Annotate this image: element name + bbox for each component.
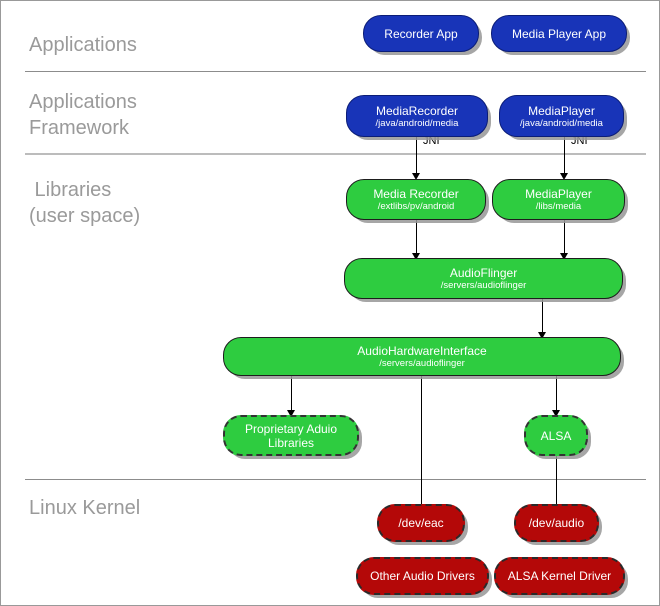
node-proprietary-audio-libraries[interactable]: Proprietary Aduio Libraries [223,415,359,456]
node-media-recorder-lib[interactable]: Media Recorder /extlibs/pv/android [346,179,486,220]
node-other-audio-drivers[interactable]: Other Audio Drivers [356,557,489,595]
arrowhead-mediaplayer-jni [560,173,568,180]
node-audio-hardware-interface-path: /servers/audioflinger [379,358,465,369]
connector-ahi-proprietary [291,376,292,414]
node-alsa-kernel-driver[interactable]: ALSA Kernel Driver [494,557,625,595]
node-media-player-app[interactable]: Media Player App [491,15,627,52]
node-audio-flinger[interactable]: AudioFlinger /servers/audioflinger [344,258,623,299]
arrowhead-ahi-proprietary [287,410,295,417]
node-media-player-app-title: Media Player App [511,26,607,41]
layer-label-applications: Applications [29,34,137,56]
connector-mediaplayer-audioflinger [564,220,565,258]
node-alsa-title: ALSA [540,428,572,443]
connector-mediarecorder-audioflinger [416,220,417,258]
layer-label-libraries: Libraries (user space) [29,179,141,227]
arrowhead-ahi-alsa [552,410,560,417]
node-alsa-kernel-driver-title: ALSA Kernel Driver [507,569,612,583]
node-alsa[interactable]: ALSA [524,415,588,456]
arrowhead-mediaplayer-audioflinger [560,253,568,260]
node-media-player-lib[interactable]: MediaPlayer /libs/media [492,179,625,220]
connector-audioflinger-audiohardwareinterface [542,299,543,337]
node-recorder-app[interactable]: Recorder App [363,15,479,52]
connector-ahi-dev-eac [421,376,422,514]
node-audio-hardware-interface-title: AudioHardwareInterface [357,344,487,358]
arrowhead-audioflinger-audiohardwareinterface [538,332,546,339]
node-media-recorder-framework-path: /java/android/media [375,117,459,129]
connector-label-jni-player: JNI [571,135,588,147]
node-media-recorder-lib-path: /extlibs/pv/android [377,201,455,212]
node-media-recorder-framework-title: MediaRecorder [375,103,459,118]
layer-label-linux-kernel: Linux Kernel [29,497,141,519]
node-media-player-lib-title: MediaPlayer [525,187,592,201]
node-dev-audio[interactable]: /dev/audio [514,504,599,542]
node-audio-flinger-title: AudioFlinger [449,266,518,280]
node-media-player-framework-path: /java/android/media [520,117,603,129]
node-media-recorder-framework[interactable]: MediaRecorder /java/android/media [346,95,488,137]
node-other-audio-drivers-title: Other Audio Drivers [370,569,475,583]
connector-ahi-alsa [556,376,557,414]
node-dev-eac[interactable]: /dev/eac [377,504,465,542]
node-proprietary-audio-libraries-title: Proprietary Aduio [244,421,338,436]
node-recorder-app-title: Recorder App [384,26,458,41]
connector-alsa-dev-audio [556,456,557,514]
arrowhead-mediarecorder-jni [412,173,420,180]
arrowhead-mediarecorder-audioflinger [412,253,420,260]
layer-label-applications-framework: Applications Framework [29,91,137,139]
connector-mediarecorder-jni [416,137,417,178]
connector-label-jni-recorder: JNI [423,135,440,147]
divider-linux-kernel [25,479,646,480]
node-dev-eac-title: /dev/eac [398,516,444,530]
node-media-player-framework[interactable]: MediaPlayer /java/android/media [499,95,624,137]
divider-applications-framework [25,153,646,155]
node-media-player-lib-path: /libs/media [535,201,582,212]
node-audio-hardware-interface[interactable]: AudioHardwareInterface /servers/audiofli… [223,337,621,376]
node-proprietary-audio-libraries-title2: Libraries [267,435,315,450]
divider-applications [25,71,646,72]
connector-mediaplayer-jni [564,137,565,178]
node-audio-flinger-path: /servers/audioflinger [440,280,527,291]
node-media-recorder-lib-title: Media Recorder [373,187,459,201]
node-media-player-framework-title: MediaPlayer [528,103,595,118]
node-dev-audio-title: /dev/audio [528,516,585,530]
